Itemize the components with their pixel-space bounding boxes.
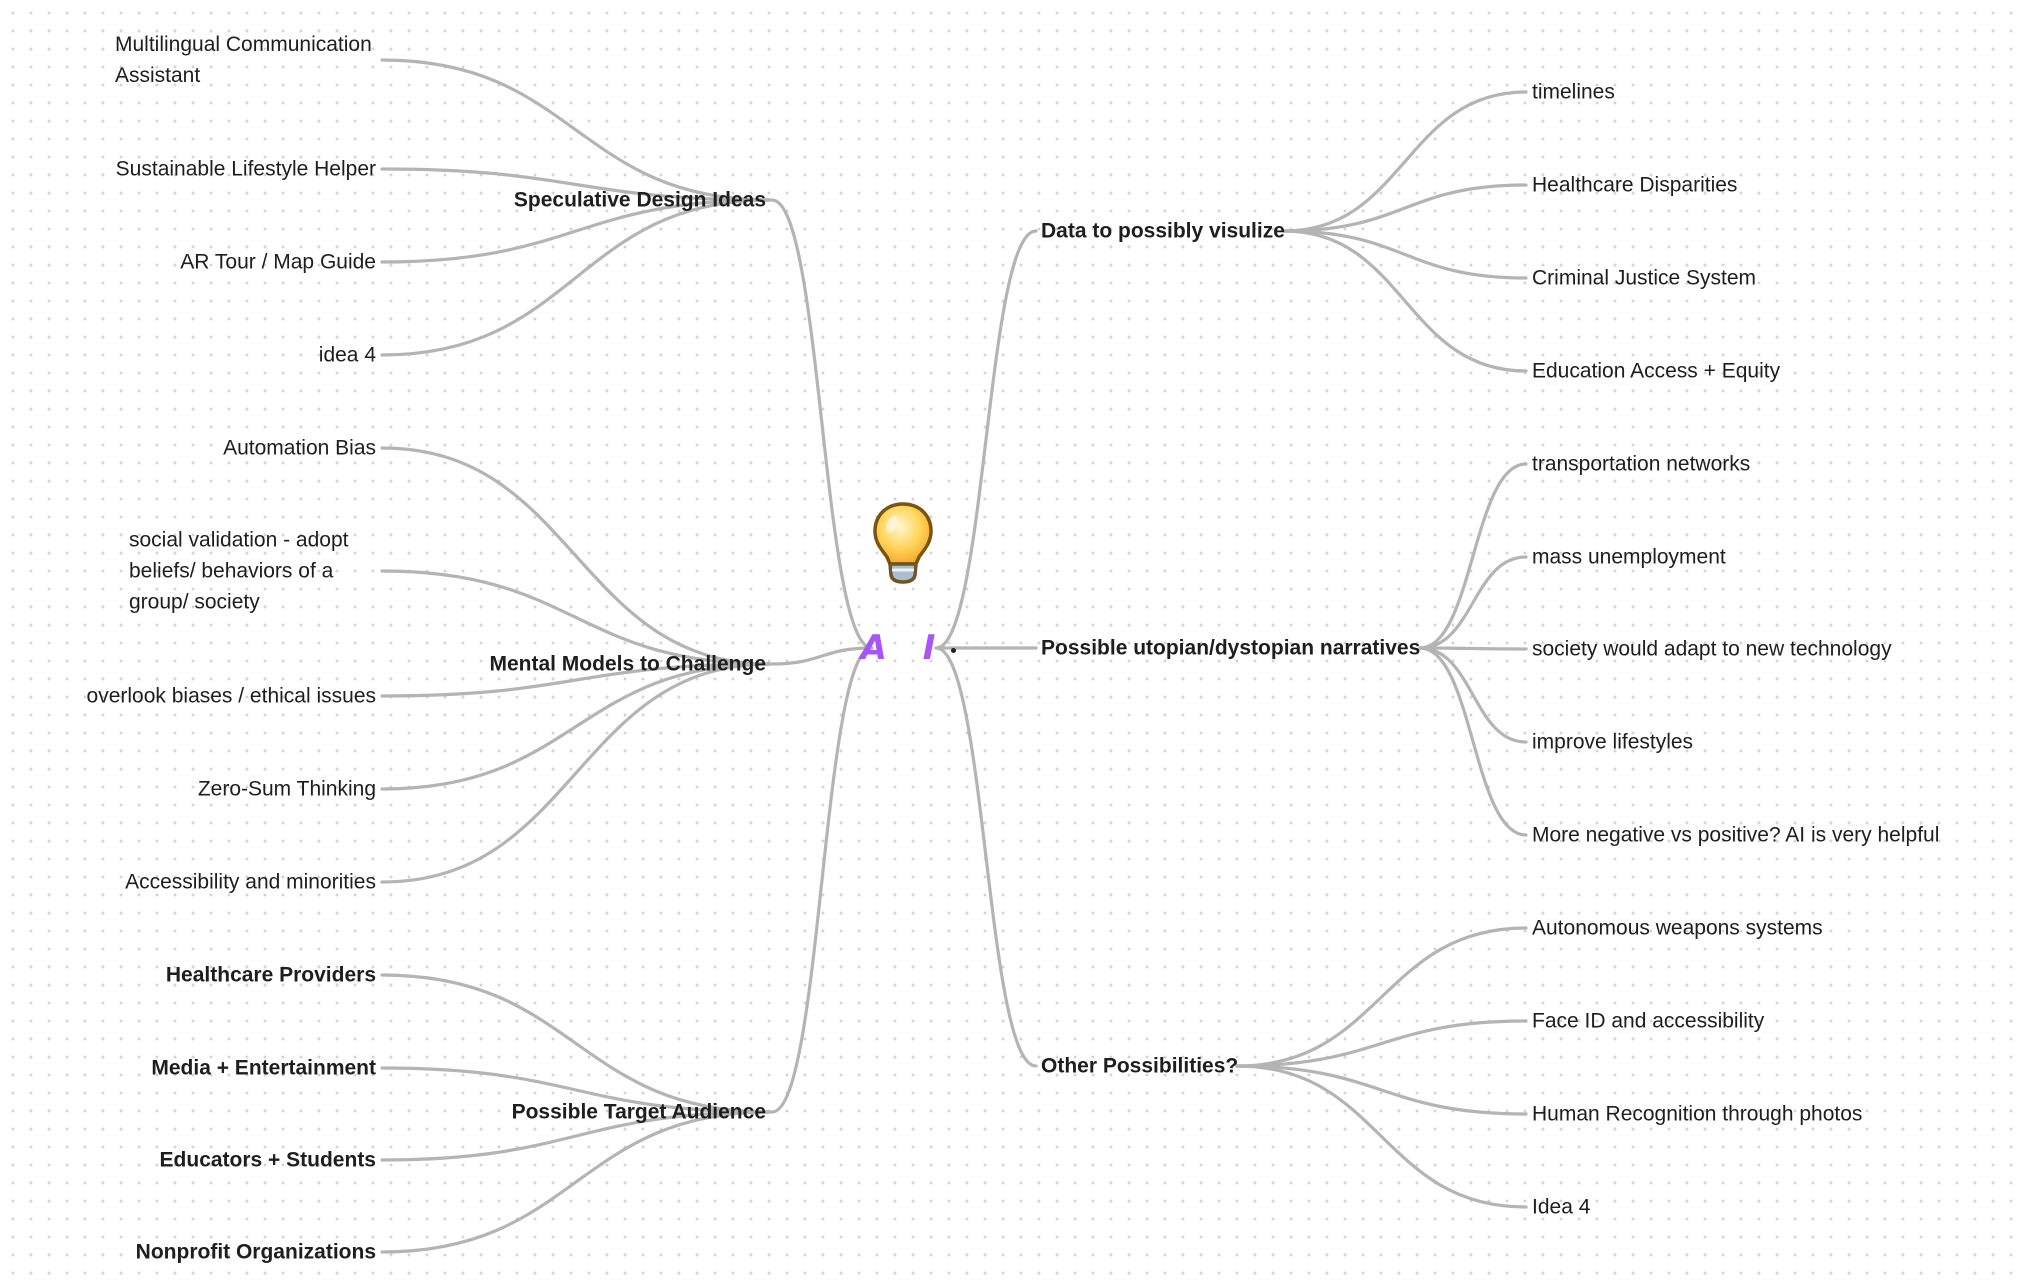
subtopic-more-negative-vs-positive-ai-is-very-helpful[interactable]: More negative vs positive? AI is very he… xyxy=(1532,823,1940,847)
child-connector-speculative-2 xyxy=(380,198,772,264)
topic-other-possibilities[interactable]: Other Possibilities? xyxy=(1041,1054,1239,1078)
subtopic-human-recognition-through-photos[interactable]: Human Recognition through photos xyxy=(1532,1102,1863,1126)
subtopic-education-access-equity[interactable]: Education Access + Equity xyxy=(1532,359,1781,383)
branch-connector-speculative xyxy=(770,198,874,650)
branch-connector-audience xyxy=(770,646,874,1114)
topic-mental-models-to-challenge[interactable]: Mental Models to Challenge xyxy=(489,652,766,676)
subtopic-transportation-networks[interactable]: transportation networks xyxy=(1532,452,1751,476)
topic-possible-target-audience[interactable]: Possible Target Audience xyxy=(511,1100,766,1124)
child-connector-other-0 xyxy=(1235,926,1528,1068)
subtopic-idea-4[interactable]: Idea 4 xyxy=(1532,1195,1591,1219)
child-connector-data-2 xyxy=(1282,229,1528,280)
topic-data-to-possibly-visulize[interactable]: Data to possibly visulize xyxy=(1041,219,1285,243)
subtopic-autonomous-weapons-systems[interactable]: Autonomous weapons systems xyxy=(1532,916,1823,940)
child-connector-other-3 xyxy=(1235,1064,1528,1209)
child-connector-other-1 xyxy=(1235,1019,1528,1068)
child-connector-narratives-2 xyxy=(1418,646,1528,651)
root-topic[interactable]: A I xyxy=(860,628,948,668)
subtopic-timelines[interactable]: timelines xyxy=(1532,80,1615,104)
child-connector-other-2 xyxy=(1235,1064,1528,1116)
subtopic-ar-tour-map-guide[interactable]: AR Tour / Map Guide xyxy=(180,250,376,274)
subtopic-zero-sum-thinking[interactable]: Zero-Sum Thinking xyxy=(197,777,376,801)
topic-possible-utopian-dystopian-narratives[interactable]: Possible utopian/dystopian narratives xyxy=(1041,636,1421,660)
subtopic-multilingual-communication-assistant[interactable]: Multilingual Communication Assistant xyxy=(115,33,372,87)
child-connector-mental-0 xyxy=(380,446,772,666)
child-connector-audience-0 xyxy=(380,973,772,1114)
subtopic-accessibility-and-minorities[interactable]: Accessibility and minorities xyxy=(125,870,376,894)
subtopic-mass-unemployment[interactable]: mass unemployment xyxy=(1532,545,1726,569)
subtopic-social-validation-adopt-beliefs-behaviors-of-a-group-society[interactable]: social validation - adopt beliefs/ behav… xyxy=(129,528,349,614)
child-connector-narratives-4 xyxy=(1418,646,1528,837)
branch-connector-mental xyxy=(770,646,874,666)
subtopic-nonprofit-organizations[interactable]: Nonprofit Organizations xyxy=(135,1240,376,1264)
child-connector-data-0 xyxy=(1282,90,1528,233)
child-connector-mental-3 xyxy=(380,662,772,791)
child-connector-speculative-0 xyxy=(380,58,772,202)
subtopic-healthcare-providers[interactable]: Healthcare Providers xyxy=(165,963,376,987)
child-connector-speculative-3 xyxy=(380,198,772,357)
child-connector-speculative-1 xyxy=(380,167,772,202)
connection-handle[interactable] xyxy=(951,648,956,653)
subtopic-idea-4[interactable]: idea 4 xyxy=(318,343,376,367)
child-connector-narratives-1 xyxy=(1418,555,1528,650)
child-connector-narratives-3 xyxy=(1418,646,1528,744)
child-connector-mental-2 xyxy=(380,662,772,698)
child-connector-narratives-0 xyxy=(1418,462,1528,650)
lightbulb-icon xyxy=(873,502,933,584)
subtopic-sustainable-lifestyle-helper[interactable]: Sustainable Lifestyle Helper xyxy=(115,157,376,181)
subtopic-society-would-adapt-to-new-technology[interactable]: society would adapt to new technology xyxy=(1532,637,1892,661)
branch-connector-data xyxy=(934,229,1038,650)
subtopic-healthcare-disparities[interactable]: Healthcare Disparities xyxy=(1532,173,1738,197)
branch-connector-other xyxy=(934,646,1038,1068)
subtopic-criminal-justice-system[interactable]: Criminal Justice System xyxy=(1532,266,1757,290)
child-connector-data-3 xyxy=(1282,229,1528,373)
child-connector-audience-1 xyxy=(380,1066,772,1114)
child-connector-mental-4 xyxy=(380,662,772,884)
subtopic-educators-students[interactable]: Educators + Students xyxy=(159,1148,376,1172)
subtopic-improve-lifestyles[interactable]: improve lifestyles xyxy=(1532,730,1694,754)
subtopic-media-entertainment[interactable]: Media + Entertainment xyxy=(151,1056,376,1080)
subtopic-overlook-biases-ethical-issues[interactable]: overlook biases / ethical issues xyxy=(86,684,376,708)
subtopic-automation-bias[interactable]: Automation Bias xyxy=(223,436,376,460)
topic-speculative-design-ideas[interactable]: Speculative Design Ideas xyxy=(513,188,766,212)
child-connector-data-1 xyxy=(1282,183,1528,233)
child-connector-mental-1 xyxy=(380,569,772,666)
child-connector-audience-3 xyxy=(380,1110,772,1254)
child-connector-audience-2 xyxy=(380,1110,772,1162)
subtopic-face-id-and-accessibility[interactable]: Face ID and accessibility xyxy=(1532,1009,1765,1033)
